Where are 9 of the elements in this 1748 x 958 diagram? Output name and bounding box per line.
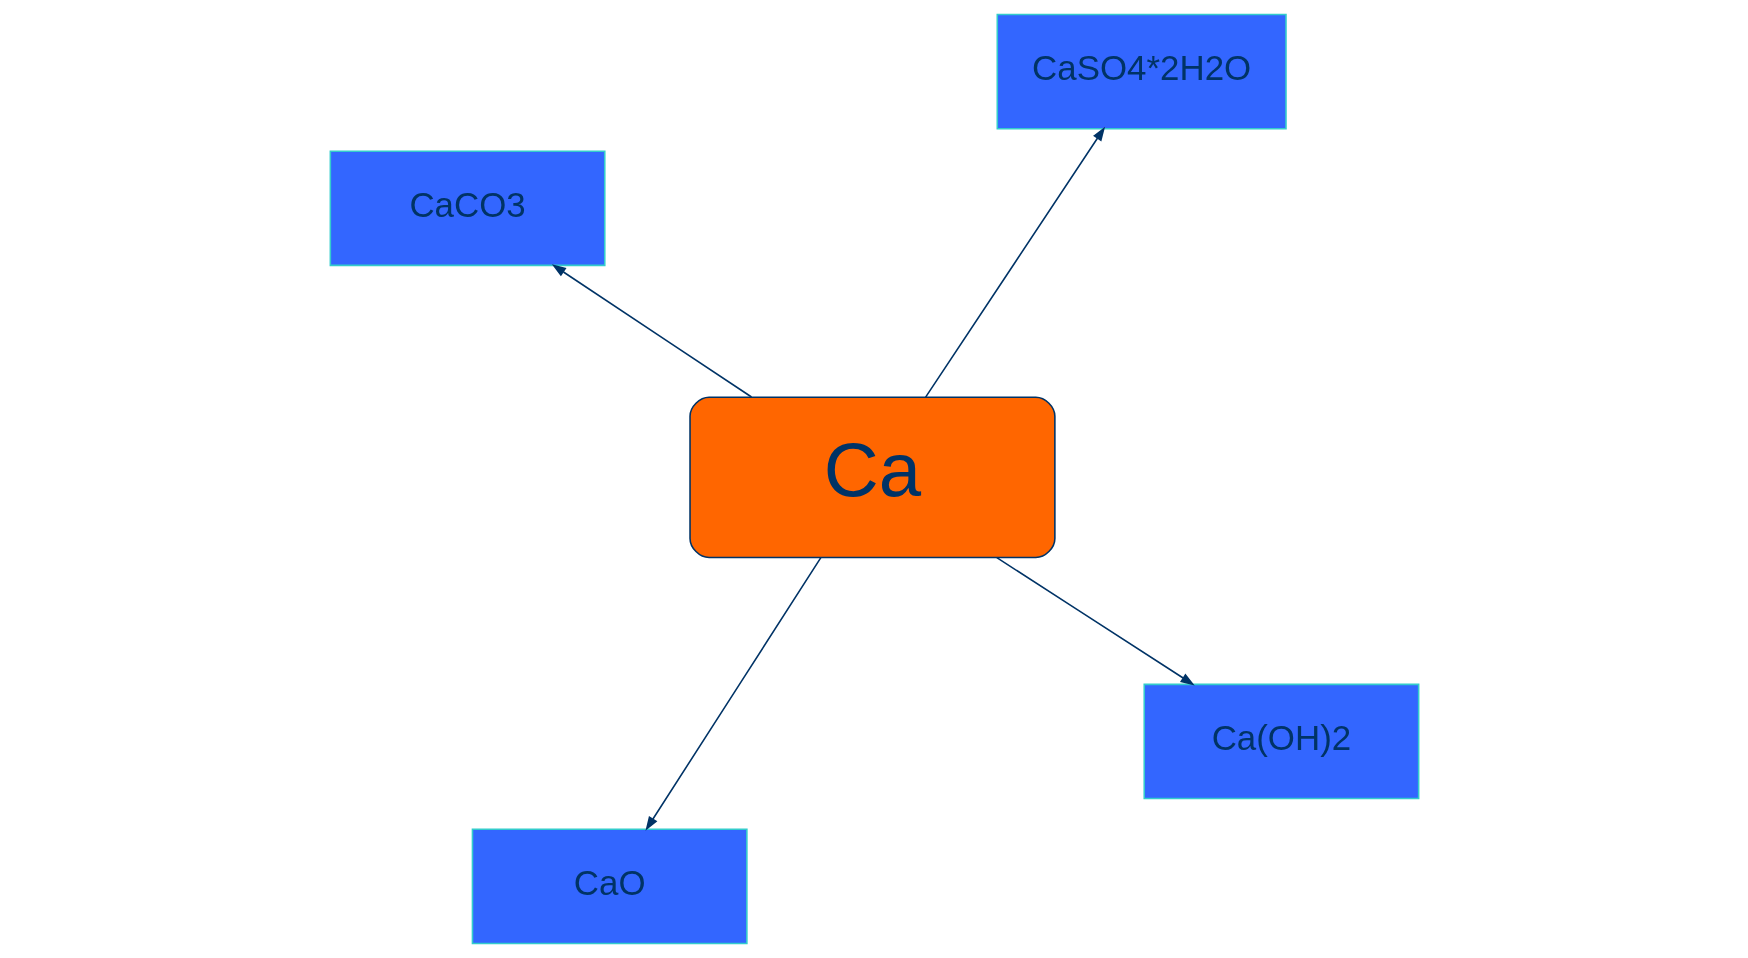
node-box: CaO bbox=[471, 828, 748, 945]
node-box: CaCO3 bbox=[329, 150, 606, 267]
arrow bbox=[551, 264, 752, 398]
node-box: Ca bbox=[688, 396, 1056, 559]
node-box: CaSO4*2H2O bbox=[996, 13, 1287, 130]
arrow bbox=[924, 126, 1105, 398]
arrow bbox=[995, 556, 1195, 686]
arrow bbox=[644, 556, 822, 831]
node-box: Ca(OH)2 bbox=[1142, 683, 1419, 800]
